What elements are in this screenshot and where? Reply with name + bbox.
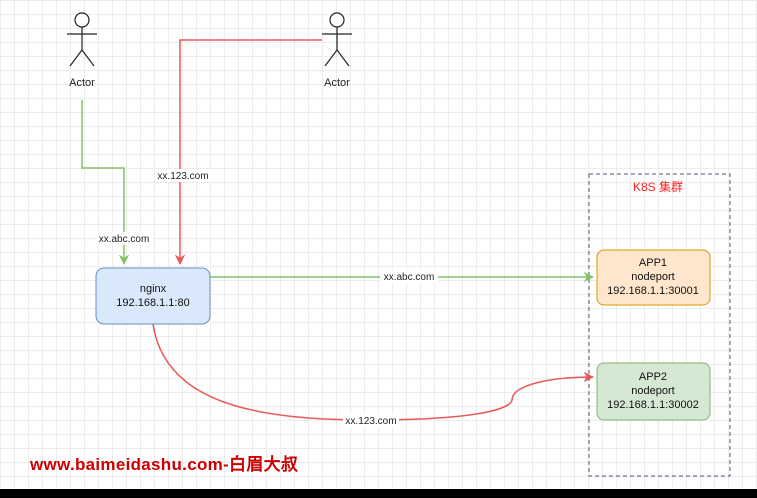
bottom-bar [0, 489, 757, 498]
edge-nginx-to-app1[interactable]: xx.abc.com [210, 270, 595, 283]
edge-label-app1: xx.abc.com [384, 272, 435, 283]
app2-node-type: nodeport [631, 385, 674, 397]
edge-nginx-to-app2[interactable]: xx.123.com [152, 323, 595, 427]
watermark-text: www.baimeidashu.com-白眉大叔 [30, 455, 299, 474]
app2-node[interactable]: APP2 nodeport 192.168.1.1:30002 [596, 362, 711, 421]
actor-2[interactable]: Actor [322, 12, 352, 89]
app1-node[interactable]: APP1 nodeport 192.168.1.1:30001 [596, 249, 711, 306]
stick-figure-icon [322, 12, 352, 67]
app2-node-address: 192.168.1.1:30002 [607, 399, 699, 411]
nginx-node-title: nginx [140, 283, 167, 295]
nginx-node-address: 192.168.1.1:80 [116, 297, 189, 309]
actor-1[interactable]: Actor [67, 12, 97, 89]
edge-actor1-to-nginx[interactable]: xx.abc.com [81, 100, 153, 266]
edge-actor2-to-nginx[interactable]: xx.123.com [155, 39, 322, 266]
edge-label-actor2: xx.123.com [157, 171, 208, 182]
app1-node-address: 192.168.1.1:30001 [607, 285, 699, 297]
k8s-cluster-group[interactable]: K8S 集群 [588, 173, 731, 477]
k8s-cluster-label: K8S 集群 [633, 179, 683, 194]
app1-node-type: nodeport [631, 271, 674, 283]
nginx-node[interactable]: nginx 192.168.1.1:80 [95, 267, 211, 325]
edge-label-app2: xx.123.com [345, 416, 396, 427]
actor-1-label: Actor [69, 77, 95, 89]
stick-figure-icon [67, 12, 97, 67]
app1-node-title: APP1 [639, 257, 667, 269]
edge-label-actor1: xx.abc.com [99, 234, 150, 245]
app2-node-title: APP2 [639, 371, 667, 383]
actor-2-label: Actor [324, 77, 350, 89]
